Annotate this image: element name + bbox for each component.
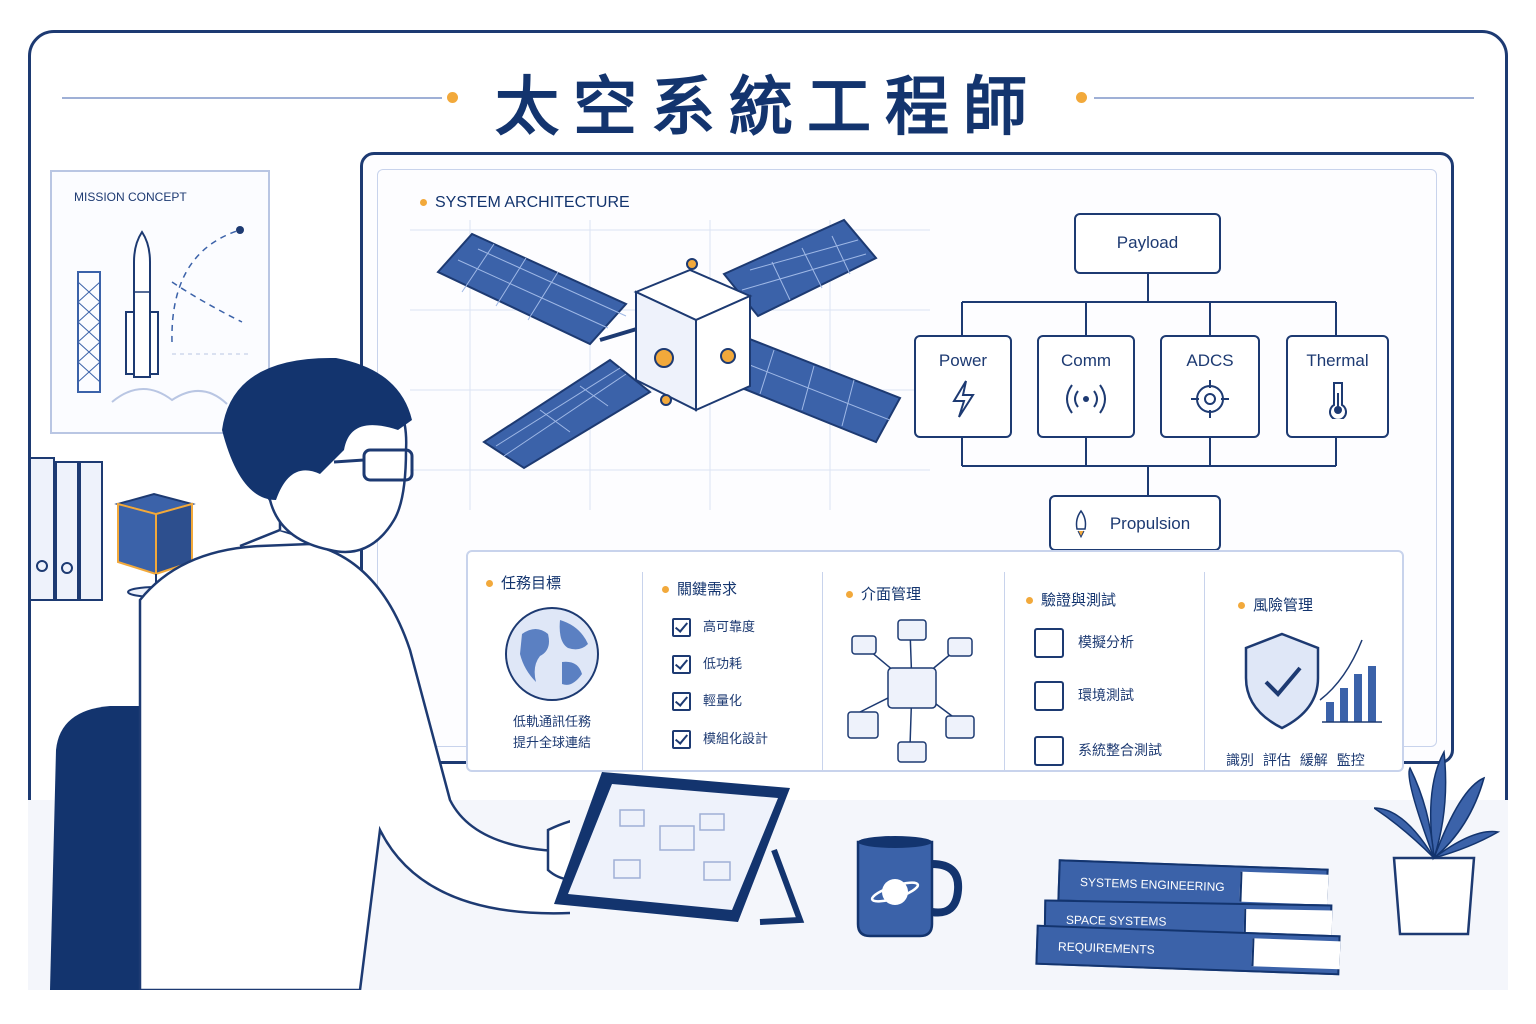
engineer-figure (50, 357, 570, 990)
title-rule-right (1094, 97, 1474, 99)
satellite-icon (436, 218, 902, 470)
risk-steps: 識別 評估 緩解 監控 (1226, 753, 1365, 769)
requirement-item: 模組化設計 (672, 728, 768, 749)
crosshair-icon (1191, 380, 1229, 418)
checkbox-checked-icon (672, 730, 691, 749)
adcs-node: ADCS (1160, 335, 1260, 438)
verification-item: 環境測試 (1034, 681, 1134, 711)
thermal-node: Thermal (1286, 335, 1389, 438)
requirement-item: 低功耗 (672, 653, 742, 674)
verification-item: 系統整合測試 (1034, 736, 1162, 766)
interfaces-heading: 介面管理 (846, 583, 921, 604)
interface-network-icon (847, 619, 975, 763)
requirement-item: 輕量化 (672, 690, 742, 711)
checkbox-checked-icon (672, 618, 691, 637)
verification-item: 模擬分析 (1034, 628, 1134, 658)
thermometer-icon (1328, 382, 1347, 419)
risk-heading: 風險管理 (1238, 594, 1313, 615)
binders-icon (29, 457, 103, 601)
bullet-icon (420, 199, 427, 207)
checkbox-checked-icon (672, 655, 691, 674)
verification-heading: 驗證與測試 (1026, 589, 1116, 610)
column-divider (1204, 572, 1205, 772)
mug-icon (856, 836, 963, 938)
system-architecture-label: SYSTEM ARCHITECTURE (420, 194, 630, 212)
power-node: Power (914, 335, 1012, 438)
mission-concept-poster: MISSION CONCEPT (50, 170, 270, 434)
title-rule-left (62, 97, 442, 99)
payload-node: Payload (1074, 213, 1221, 274)
checklist-icon (1034, 736, 1064, 766)
mission-heading: 任務目標 (486, 572, 561, 593)
page-title: 太空系統工程師 (495, 71, 1041, 145)
mission-description: 低軌通訊任務 提升全球連結 (512, 715, 591, 751)
antenna-signal-icon (1066, 384, 1106, 414)
tablet-icon (554, 772, 805, 925)
rocket-icon (1075, 509, 1087, 539)
title-dot-right (1076, 92, 1087, 103)
poster-label: MISSION CONCEPT (74, 190, 187, 204)
waveform-icon (1034, 628, 1064, 658)
globe-icon (505, 607, 599, 701)
comm-node: Comm (1037, 335, 1135, 438)
shield-chart-icon (1244, 632, 1382, 730)
column-divider (642, 572, 643, 772)
requirement-item: 高可靠度 (672, 616, 755, 637)
rocket-launch-illustration (77, 226, 252, 405)
architecture-connectors (961, 274, 1337, 496)
column-divider (822, 572, 823, 772)
propulsion-node: Propulsion (1049, 495, 1221, 551)
checkbox-checked-icon (672, 692, 691, 711)
potted-plant-icon (1374, 749, 1501, 936)
requirements-heading: 關鍵需求 (662, 578, 737, 599)
sun-environment-icon (1034, 681, 1064, 711)
title-dot-left (447, 92, 458, 103)
column-divider (1004, 572, 1005, 772)
lightning-icon (952, 380, 975, 418)
